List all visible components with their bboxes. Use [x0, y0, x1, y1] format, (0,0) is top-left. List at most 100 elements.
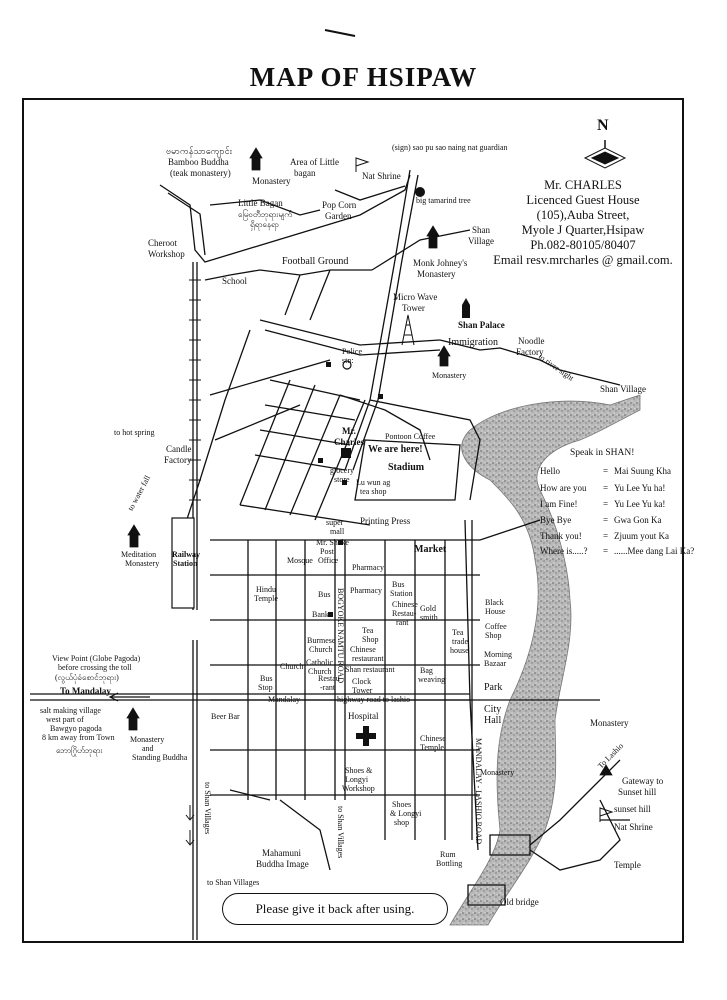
- label-glocery-1: glocery: [330, 466, 354, 475]
- phrase-shan: Yu Lee Yu ka!: [614, 499, 666, 509]
- label-shan-rest: Shan restaurant: [345, 665, 395, 674]
- label-pharmacy-2: Pharmacy: [350, 586, 382, 595]
- road-marker: [378, 394, 383, 399]
- myanmar-label-lb2: ရှိရာနေရာ: [250, 220, 279, 229]
- label-to-shan-villages-v2: to Shan Villages: [336, 806, 345, 859]
- phrase-equals: =: [603, 531, 609, 541]
- label-monastery-top: Monastery: [252, 176, 291, 186]
- bank-marker: [328, 612, 333, 617]
- label-clock-2: Tower: [352, 686, 373, 695]
- phrasebook-title: Speak in SHAN!: [570, 448, 635, 458]
- mr-charles-marker: [341, 448, 351, 458]
- map-frame: [22, 98, 684, 943]
- label-school: School: [222, 276, 248, 286]
- label-to-hot-spring: to hot spring: [114, 428, 155, 437]
- label-mr-charles-1: Mr.: [342, 426, 356, 436]
- label-teak: (teak monastery): [170, 168, 231, 178]
- label-mosque: Mosque: [287, 556, 313, 565]
- label-luwun-1: Lu wun ag: [356, 478, 391, 487]
- label-coffee-2: Shop: [485, 631, 502, 640]
- label-namtu-road: BOGYOKE NAMTU ROAD: [336, 588, 345, 684]
- label-gold-2: smith: [420, 613, 438, 622]
- phrase-english: How are you: [540, 483, 587, 493]
- microwave-tower-icon: [401, 314, 415, 346]
- label-highway: highway road to lashio: [337, 695, 411, 704]
- label-sign: (sign) sao pu sao naing nat guardian: [392, 143, 508, 152]
- myanmar-label-top: ဗမာကန်သာကျောင်း: [166, 146, 232, 156]
- label-mahamuni-2: Buddha Image: [256, 859, 309, 869]
- label-catholic-1: Catholic: [306, 658, 334, 667]
- label-mahamuni-1: Mahamuni: [262, 848, 301, 858]
- label-shan-palace: Shan Palace: [458, 320, 505, 330]
- label-salt-2: west part of: [46, 715, 84, 724]
- label-gold-1: Gold: [420, 604, 436, 613]
- contact-address-1: (105),Auba Street,: [536, 208, 630, 222]
- label-monastery-standing-2: and: [142, 744, 154, 753]
- label-beer: Beer Bar: [211, 712, 240, 721]
- header-mark: [324, 29, 356, 37]
- label-bus-station-1: Bus: [392, 580, 405, 589]
- label-morning-2: Bazaar: [484, 659, 507, 668]
- label-tea-shop-1: Tea: [362, 626, 374, 635]
- map-title: MAP OF HSIPAW: [249, 62, 478, 92]
- label-shoes-1: Shoes &: [345, 766, 373, 775]
- phrase-equals: =: [603, 466, 609, 476]
- phrase-english: Bye Bye: [540, 515, 572, 525]
- nat-shrine-flag-icon: [355, 157, 370, 172]
- label-bus-stop-1: Bus: [260, 674, 273, 683]
- label-mr-charles-2: Charles: [334, 437, 364, 447]
- label-to-shan-villages-bottom: to Shan Villages: [207, 878, 260, 887]
- phrase-equals: =: [603, 483, 609, 493]
- label-clock-1: Clock: [352, 677, 372, 686]
- label-old-bridge: Old bridge: [500, 897, 539, 907]
- label-bag-2: weaving: [418, 675, 446, 684]
- post-office-marker: [338, 540, 343, 545]
- label-rum-1: Rum: [440, 850, 456, 859]
- phrase-english: Where is.....?: [540, 546, 588, 556]
- label-shake-3: Office: [318, 556, 339, 565]
- footer-note: Please give it back after using.: [222, 893, 448, 925]
- label-church: Church: [280, 662, 304, 671]
- label-pontoon: Pontoon Coffee: [385, 432, 436, 441]
- label-mandalay-st: Mandalay: [268, 695, 300, 704]
- label-shan-village-top-1: Shan: [472, 225, 490, 235]
- label-chinese-rest-2: Restau-: [392, 609, 417, 618]
- label-gateway-2: Sunset hill: [618, 787, 657, 797]
- phrase-equals: =: [603, 515, 609, 525]
- label-hospital: Hospital: [348, 711, 379, 721]
- contact-phone: Ph.082-80105/80407: [530, 238, 636, 252]
- monastery-icon-top: [249, 147, 263, 171]
- label-shoes-b-2: & Longyi: [390, 809, 422, 818]
- label-glocery-2: store: [334, 475, 350, 484]
- contact-business: Licenced Guest House: [526, 193, 640, 207]
- label-tea-house-1: Tea: [452, 628, 464, 637]
- monastery-icon-standing: [126, 707, 140, 731]
- label-micro-1: Micro Wave: [393, 292, 438, 302]
- label-police-1: Police: [342, 347, 362, 356]
- label-bank: Bank: [312, 610, 329, 619]
- label-monk-2: Monastery: [417, 269, 456, 279]
- monastery-icon-mid: [437, 345, 451, 367]
- phrase-shan: Yu Lee Yu ha!: [614, 483, 666, 493]
- label-shoes-b-1: Shoes: [392, 800, 412, 809]
- label-monk-1: Monk Johney's: [413, 258, 468, 268]
- monastery-icon-right: [599, 764, 613, 776]
- label-super-1: super: [326, 518, 344, 527]
- label-bus-stop-2: Stop: [258, 683, 273, 692]
- label-noodle-1: Noodle: [518, 336, 545, 346]
- label-shake-2: Post: [320, 547, 334, 556]
- label-noodle-2: Factory: [516, 347, 544, 357]
- label-coffee-1: Coffee: [485, 622, 507, 631]
- label-view-1: View Point (Globe Pagoda): [52, 654, 141, 663]
- label-city-1: City: [484, 704, 502, 715]
- label-salt-3: Bawgyo pagoda: [50, 724, 102, 733]
- label-area-little: Area of Little: [290, 157, 339, 167]
- label-bus-station-2: Station: [390, 589, 413, 598]
- label-shan-village-top-2: Village: [468, 236, 494, 246]
- phrase-shan: Gwa Gon Ka: [614, 515, 662, 525]
- label-to-shan-villages-v1: to Shan Villages: [203, 782, 212, 835]
- contact-email[interactable]: Email resv.mrcharles @ gmail.com.: [493, 253, 673, 267]
- label-burmese-1: Burmese: [307, 636, 336, 645]
- label-popcorn-2: Garden: [325, 211, 352, 221]
